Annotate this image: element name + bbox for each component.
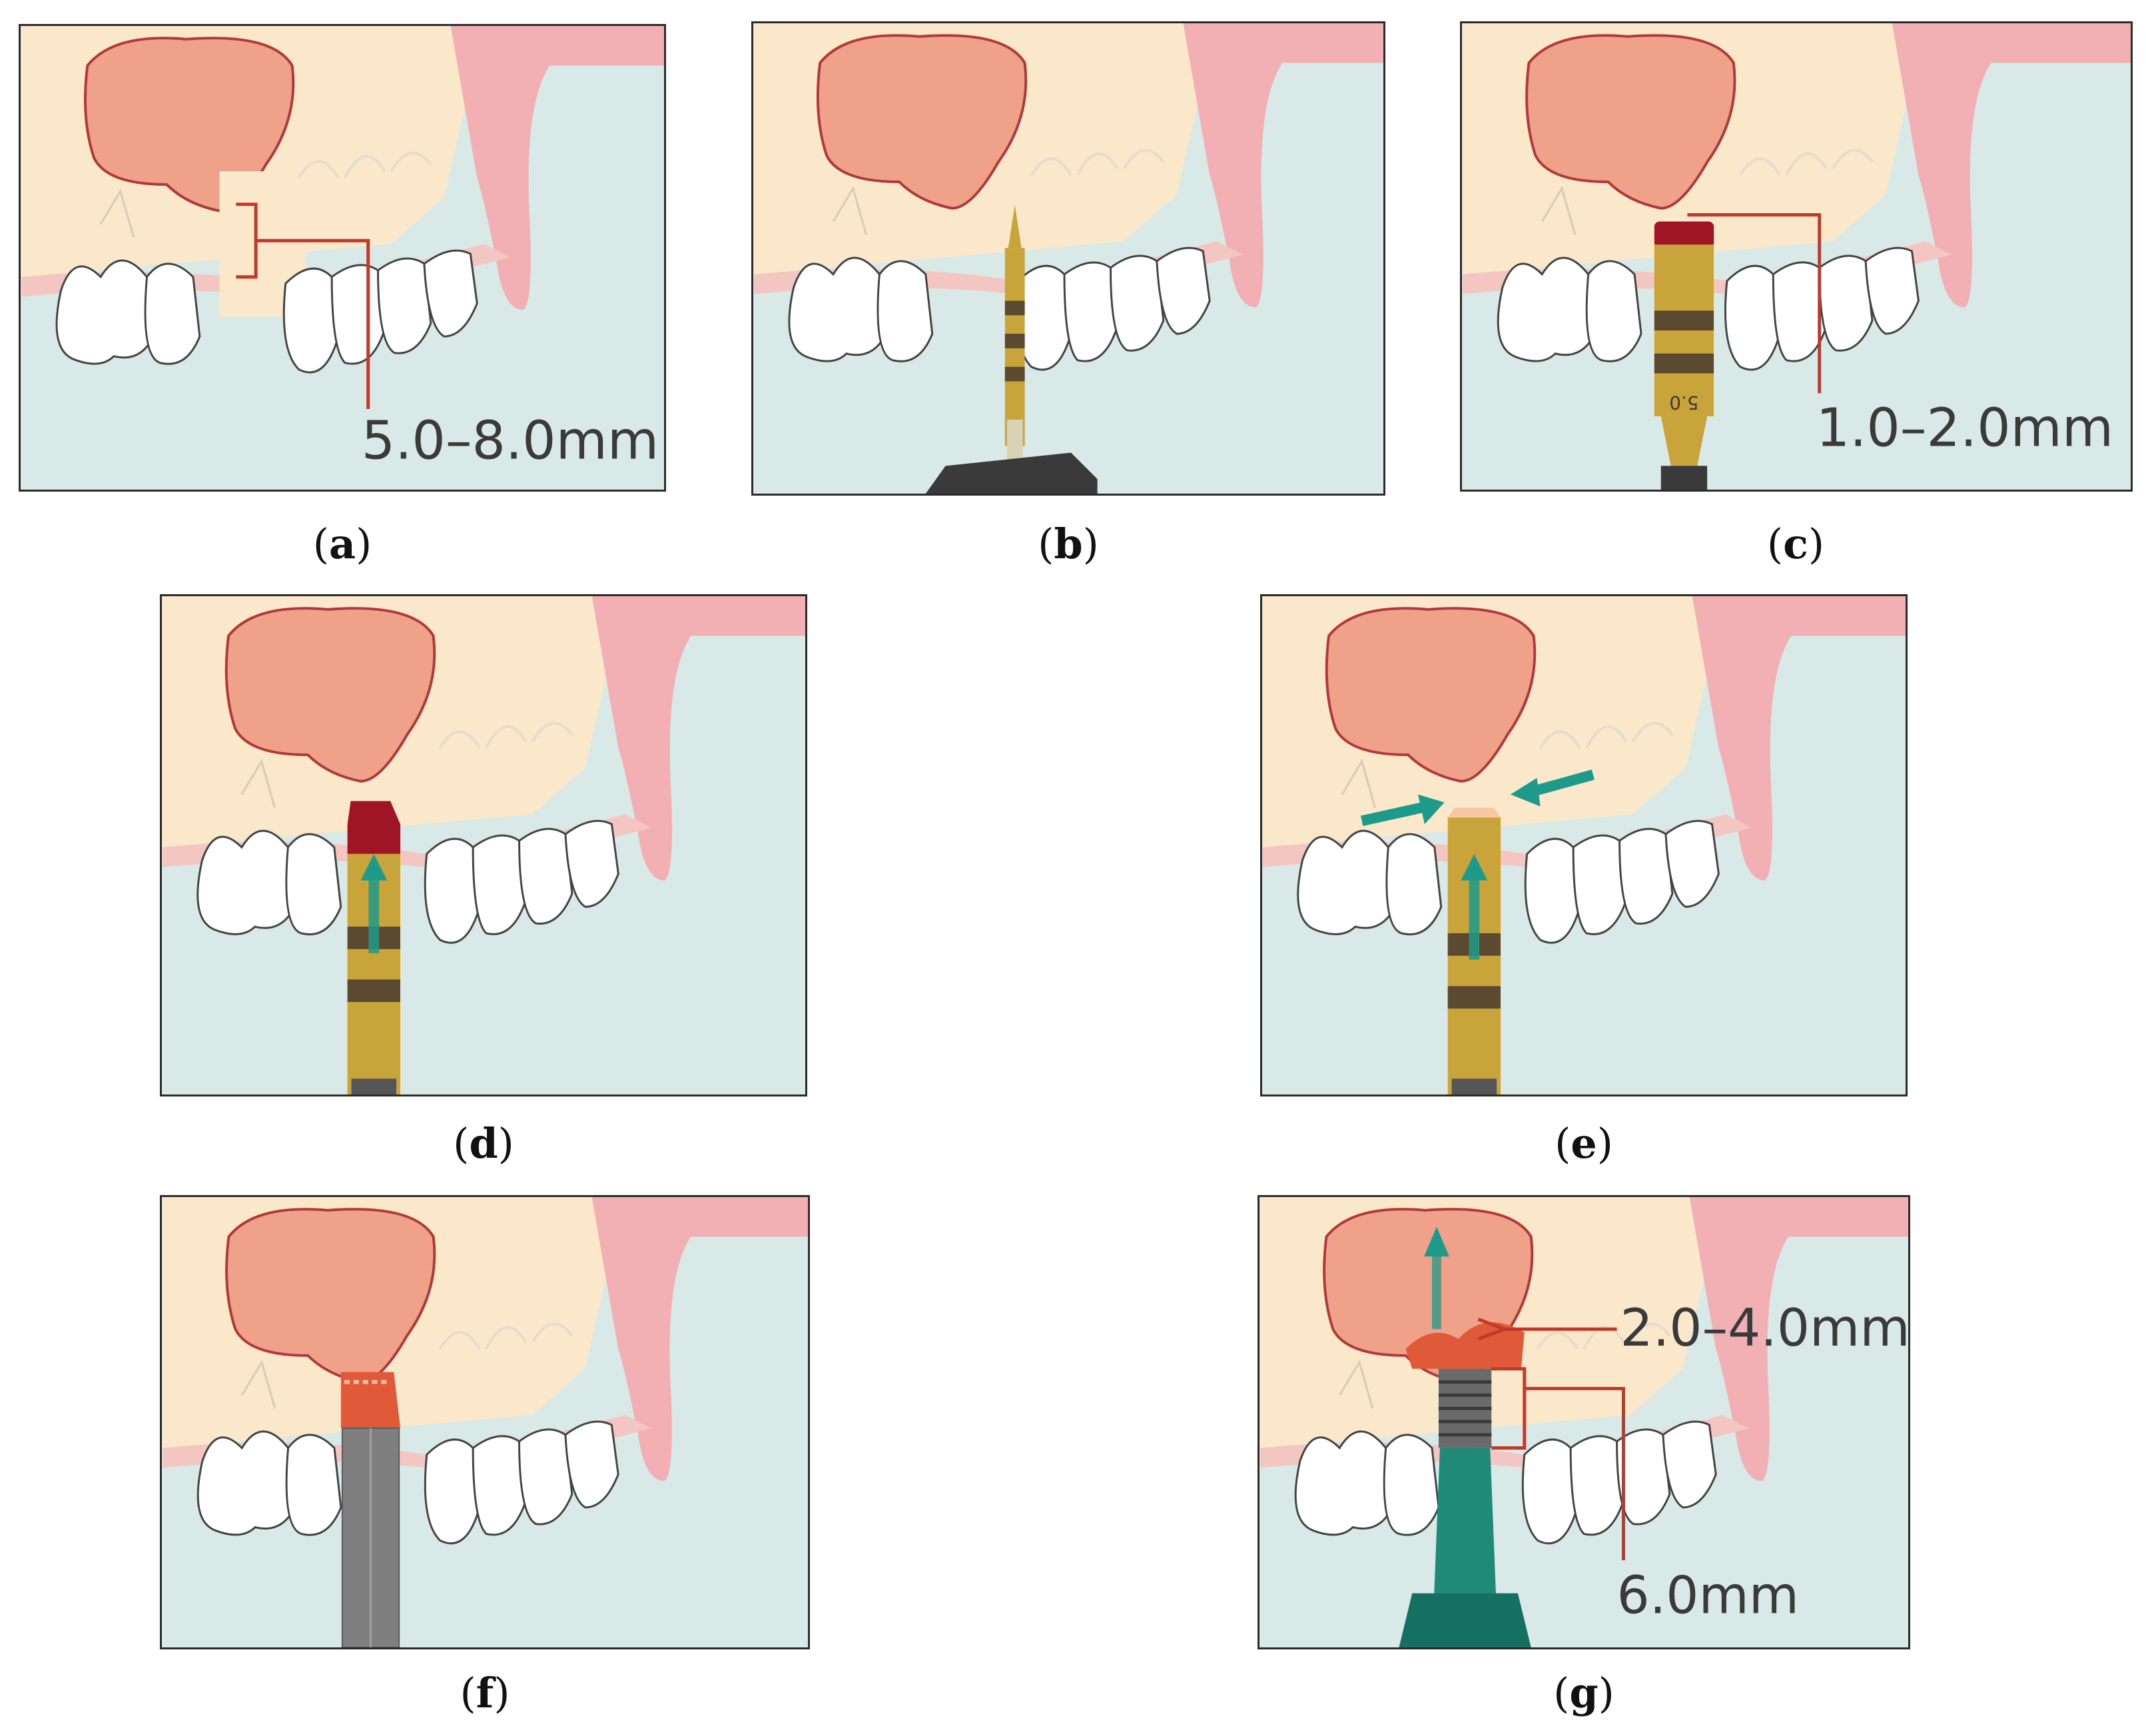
caption-paren: ( xyxy=(1553,1669,1570,1717)
pilot-drill xyxy=(925,205,1098,494)
caption-a: (a) xyxy=(262,520,422,568)
upward-arrow xyxy=(360,853,388,953)
caption-paren: ( xyxy=(1555,1119,1571,1168)
caption-e: (e) xyxy=(1504,1119,1664,1168)
caption-paren: ) xyxy=(1598,1669,1614,1717)
bone-height-label: 5.0–8.0mm xyxy=(362,409,659,471)
panel-e xyxy=(1260,594,1908,1096)
panel-d xyxy=(160,594,807,1096)
upward-arrow xyxy=(1461,853,1488,960)
caption-paren: ( xyxy=(1038,520,1054,568)
panel-g: 2.0–4.0mm 6.0mm xyxy=(1257,1195,1910,1649)
handpiece xyxy=(1660,466,1708,490)
implant-length-leader xyxy=(1491,1367,1625,1561)
panel-f-illustration xyxy=(162,1197,808,1647)
caption-letter: g xyxy=(1569,1669,1599,1717)
panel-c-illustration: 5.0 1.0–2.0mm xyxy=(1462,23,2131,490)
handpiece xyxy=(925,452,1098,494)
panel-b-illustration xyxy=(753,23,1383,494)
leader-line xyxy=(256,238,370,410)
caption-f: (f) xyxy=(405,1669,565,1717)
drill-depth-label: 1.0–2.0mm xyxy=(1816,397,2113,459)
caption-letter: e xyxy=(1571,1119,1597,1168)
caption-paren: ) xyxy=(494,1669,510,1717)
panel-a-illustration: 5.0–8.0mm xyxy=(21,26,664,490)
panel-g-illustration: 2.0–4.0mm 6.0mm xyxy=(1259,1197,1908,1647)
caption-paren: ) xyxy=(498,1119,514,1168)
caption-paren: ) xyxy=(1082,520,1099,568)
leader-line xyxy=(1687,213,1822,394)
caption-g: (g) xyxy=(1504,1669,1664,1717)
caption-letter: b xyxy=(1054,520,1083,568)
bone-carrier xyxy=(341,1427,400,1647)
caption-paren: ( xyxy=(453,1119,470,1168)
bone-graft xyxy=(340,1372,401,1428)
caption-b: (b) xyxy=(988,520,1148,568)
caption-d: (d) xyxy=(404,1119,563,1168)
caption-paren: ( xyxy=(460,1669,476,1717)
drill-depth-mark: 5.0 xyxy=(1669,392,1698,414)
panel-e-illustration xyxy=(1262,596,1906,1094)
implant-length-label: 6.0mm xyxy=(1617,1565,1800,1625)
panel-a: 5.0–8.0mm xyxy=(19,24,666,492)
caption-paren: ( xyxy=(312,520,329,568)
implant xyxy=(1399,1368,1531,1647)
caption-letter: f xyxy=(476,1669,494,1717)
caption-paren: ) xyxy=(356,520,372,568)
panel-b xyxy=(751,21,1385,496)
sinus-drill: 5.0 xyxy=(1654,221,1714,490)
caption-paren: ( xyxy=(1766,520,1784,568)
left-compression-arrow xyxy=(1360,794,1445,827)
caption-letter: a xyxy=(328,520,356,568)
caption-paren: ) xyxy=(1808,520,1825,568)
graft-height-leader xyxy=(1477,1318,1617,1341)
panel-c: 5.0 1.0–2.0mm xyxy=(1460,21,2133,492)
graft-height-label: 2.0–4.0mm xyxy=(1620,1298,1908,1358)
driver-handle xyxy=(1399,1593,1531,1647)
caption-letter: c xyxy=(1783,520,1808,568)
right-compression-arrow xyxy=(1510,769,1595,807)
panel-d-illustration xyxy=(162,596,805,1094)
caption-letter: d xyxy=(469,1119,498,1168)
caption-paren: ) xyxy=(1597,1119,1613,1168)
upward-arrow xyxy=(1424,1226,1449,1330)
panel-f xyxy=(160,1195,810,1649)
caption-c: (c) xyxy=(1716,520,1876,568)
